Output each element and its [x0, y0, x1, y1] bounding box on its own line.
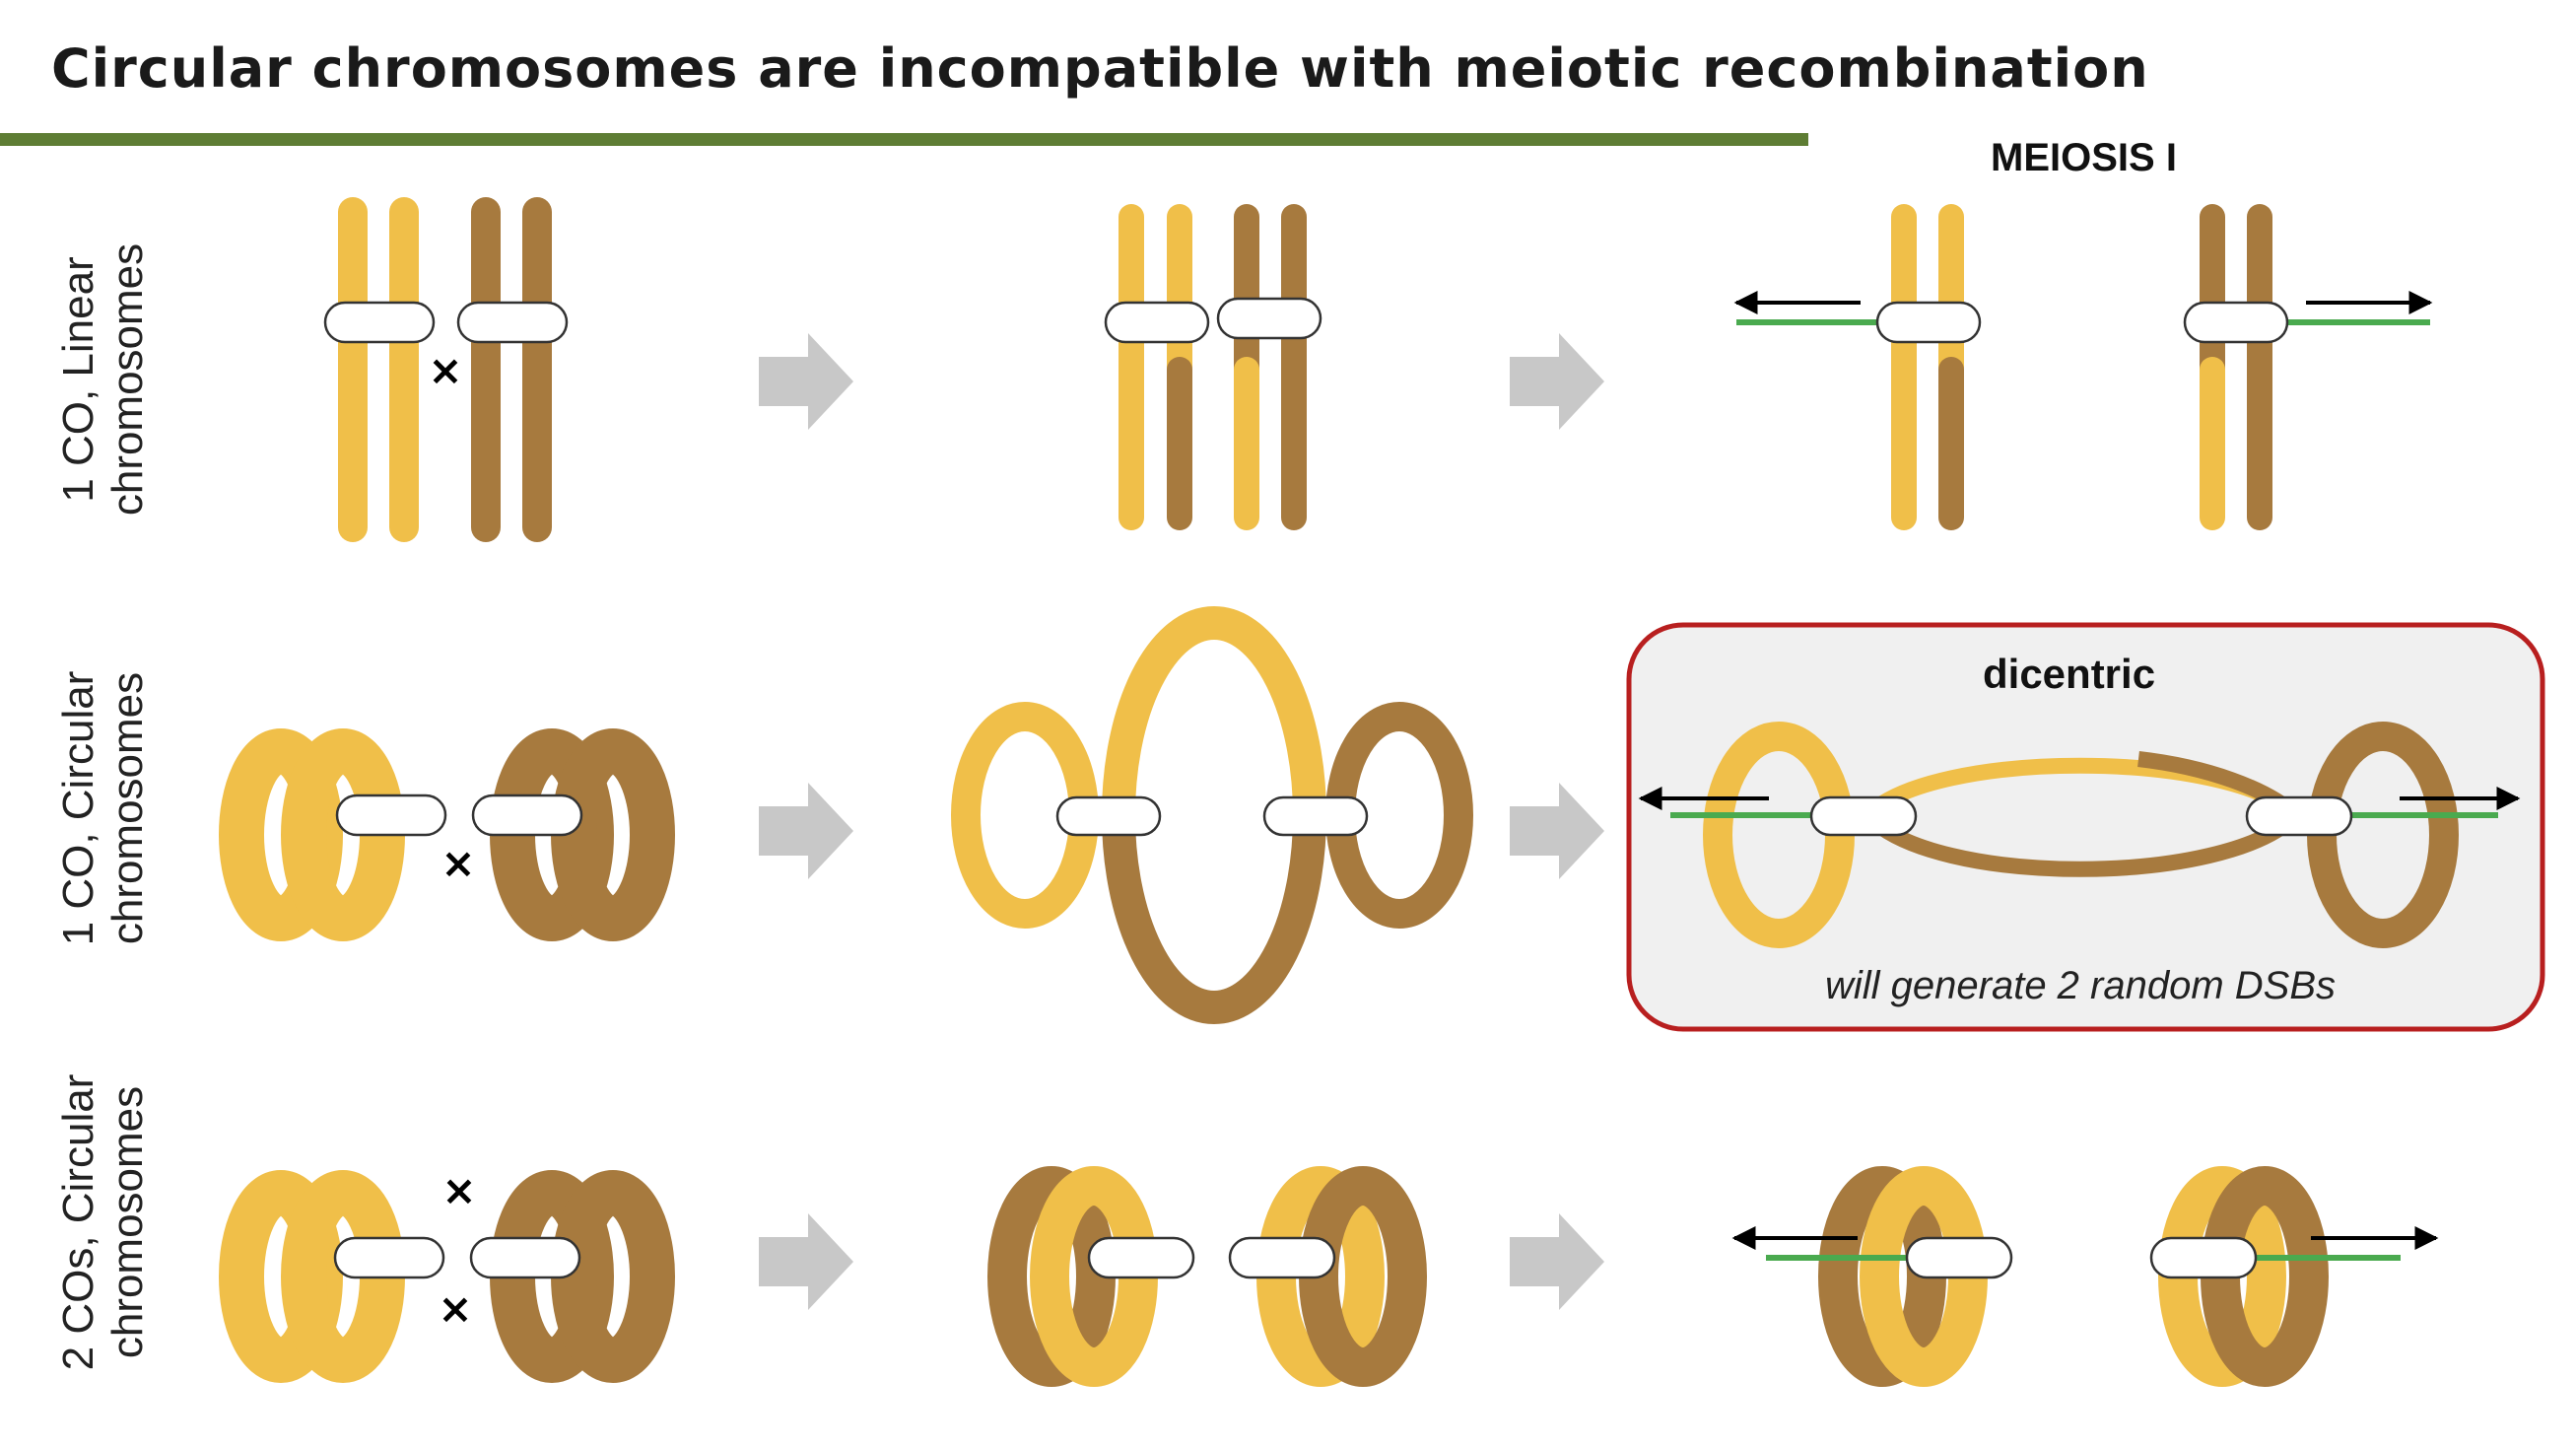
cohesin-ring: [1905, 1236, 2013, 1279]
dicentric-label: dicentric: [1983, 651, 2156, 697]
linear-pair-stage3: [1733, 204, 2433, 530]
page-title: Circular chromosomes are incompatible wi…: [51, 37, 2149, 100]
cohesin-ring: [1087, 1236, 1195, 1279]
title-underline: [0, 133, 1808, 146]
process-arrow: [759, 783, 853, 879]
cohesin-ring: [2245, 795, 2353, 837]
process-arrow: [1510, 333, 1604, 430]
crossover-mark: ×: [441, 1166, 476, 1214]
cohesin-ring: [1216, 297, 1322, 340]
cohesin-ring: [2183, 301, 2289, 344]
cohesin-ring: [469, 1236, 581, 1279]
meiosis-label: MEIOSIS I: [1991, 136, 2177, 179]
cohesin-ring: [1055, 795, 1162, 837]
row3-circular-2co: × ×: [219, 1166, 2439, 1387]
cohesin-ring: [323, 301, 436, 344]
row1-linear-chromosomes: ×: [323, 197, 2433, 542]
cohesin-ring: [1228, 1236, 1336, 1279]
crossover-mark: ×: [438, 1284, 472, 1333]
linear-pair-stage2: [1104, 204, 1322, 530]
cohesin-ring: [1104, 301, 1210, 344]
cohesin-ring: [456, 301, 569, 344]
process-arrow: [759, 333, 853, 430]
cohesin-ring: [1262, 795, 1369, 837]
cohesin-ring: [471, 794, 583, 837]
cohesin-ring: [2149, 1236, 2258, 1279]
cohesin-ring: [1809, 795, 1918, 837]
process-arrow: [1510, 783, 1604, 879]
process-arrow: [1510, 1213, 1604, 1310]
linear-pair-stage1: [323, 197, 569, 542]
cohesin-ring: [333, 1236, 445, 1279]
crossover-mark: ×: [428, 346, 462, 394]
dicentric-box: [1626, 622, 2545, 1032]
crossover-mark: ×: [441, 839, 475, 887]
dsb-note: will generate 2 random DSBs: [1825, 964, 2337, 1007]
cohesin-ring: [1875, 301, 1982, 344]
process-arrow: [759, 1213, 853, 1310]
process-arrows: [759, 333, 1604, 1310]
cohesin-ring: [335, 794, 447, 837]
row2-circular-1co: ×: [219, 606, 2521, 1024]
